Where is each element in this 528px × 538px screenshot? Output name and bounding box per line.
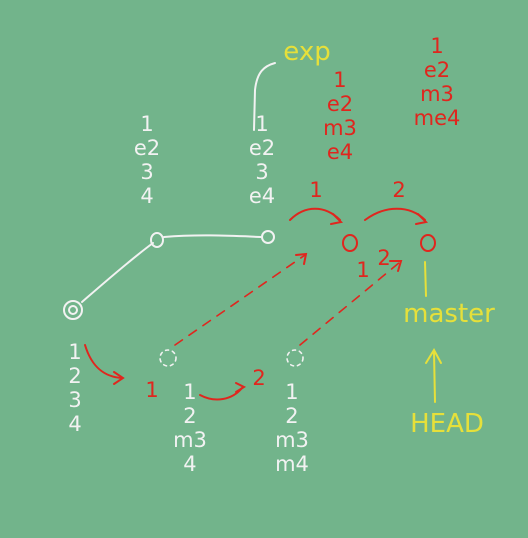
lower-1-line-3: m3 [173,428,207,452]
rebased-2-line-2: e2 [423,58,451,82]
root-commit-label: 1 2 3 4 [68,340,81,436]
lower-1-line-4: 4 [183,452,197,476]
rebased-1-line-2: e2 [326,92,354,116]
upper-commit-node-2 [261,230,275,244]
step-marker-lower-1: 1 [145,378,159,402]
edge-upper-1-to-2 [163,234,263,238]
head-arrow-head [425,347,442,364]
arrow-lower-step-1-head [113,371,125,385]
lower-1-line-2: 2 [183,404,197,428]
rebase-link-1 [174,254,306,346]
master-pointer-line [424,261,427,297]
rebased-2-line-1: 1 [430,34,444,58]
step-marker-lower-2: 2 [252,366,266,390]
lower-2-line-2: 2 [285,404,299,428]
upper-1-line-1: 1 [140,112,154,136]
rebased-1-line-1: 1 [333,68,347,92]
rebase-arrowhead-1 [295,252,308,265]
edge-root-to-upper [81,242,154,303]
lower-2-line-4: m4 [275,452,309,476]
lower-commit-node-2 [286,349,304,367]
rebased-2-line-4: me4 [413,106,461,130]
step-marker-upper-1: 1 [309,178,323,202]
rebase-arrowhead-2 [389,260,403,272]
arrow-lower-step-2-head [235,382,247,393]
head-label: HEAD [410,409,484,439]
lower-2-line-1: 1 [285,380,299,404]
lower-2-line-3: m3 [275,428,309,452]
rebased-1-line-4: e4 [326,140,354,164]
step-marker-link-2: 2 [377,246,391,270]
step-marker-upper-2: 2 [392,178,406,202]
upper-2-line-2: e2 [248,136,276,160]
step-marker-link-1: 1 [356,258,370,282]
root-line-4: 4 [68,412,82,436]
upper-2-line-1: 1 [255,112,269,136]
upper-commit-node-1 [150,232,164,248]
rebase-link-2 [299,261,401,346]
lower-commit-1-label: 1 2 m3 4 [173,380,207,476]
branch-label-master: master [403,299,495,329]
root-commit-node-inner [68,305,78,315]
lower-commit-2-label: 1 2 m3 m4 [275,380,309,476]
branch-label-exp: exp [283,37,331,67]
rebased-1-line-3: m3 [323,116,357,140]
root-line-3: 3 [68,388,82,412]
arrow-step-2 [364,207,426,221]
lower-commit-node-1 [159,349,177,367]
lower-1-line-1: 1 [183,380,197,404]
upper-1-line-4: 4 [140,184,154,208]
rebased-2-line-3: m3 [420,82,454,106]
upper-2-line-4: e4 [248,184,276,208]
upper-commit-2-label: 1 e2 3 e4 [249,112,275,208]
rebased-commit-node-1 [342,234,358,252]
upper-1-line-2: e2 [133,136,161,160]
root-commit-node [63,300,83,320]
upper-commit-1-label: 1 e2 3 4 [134,112,160,208]
root-line-1: 1 [68,340,82,364]
rebased-commit-2-label: 1 e2 m3 me4 [414,34,461,130]
upper-1-line-3: 3 [140,160,154,184]
upper-2-line-3: 3 [255,160,269,184]
arrow-step-1-head [330,213,344,225]
rebased-commit-node-2 [420,234,436,252]
exp-pointer-line [253,62,276,131]
arrow-lower-step-1 [84,344,123,379]
arrow-step-2-head [415,213,429,225]
root-line-2: 2 [68,364,82,388]
rebased-commit-1-label: 1 e2 m3 e4 [323,68,357,164]
head-arrow-shaft [433,351,436,403]
